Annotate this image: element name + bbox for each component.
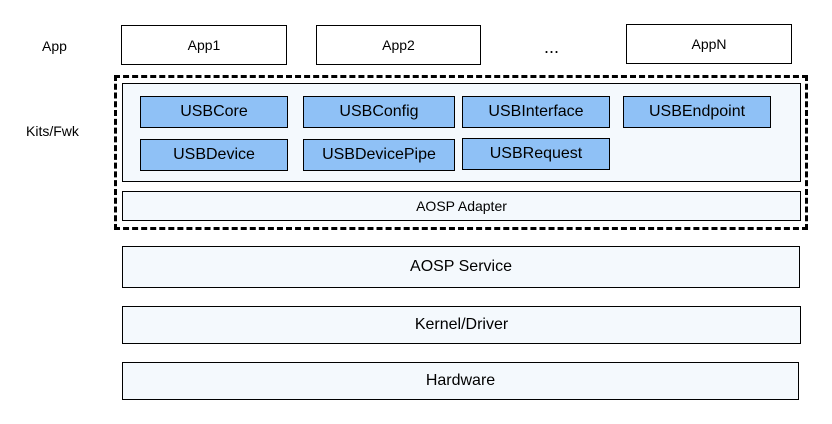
row-label-app: App xyxy=(42,38,67,54)
kit-label: USBConfig xyxy=(339,103,419,120)
layer-aosp-service: AOSP Service xyxy=(122,246,800,288)
kit-label: USBInterface xyxy=(488,103,584,120)
kit-label: USBRequest xyxy=(489,145,583,162)
layer-label: AOSP Service xyxy=(410,258,512,275)
kit-usbinterface: USBInterface xyxy=(462,96,610,128)
app-box-app2: App2 xyxy=(316,25,481,65)
layer-label: Hardware xyxy=(425,372,496,389)
apps-ellipsis: ... xyxy=(544,37,560,57)
kit-label: USBDevice xyxy=(173,146,255,163)
layer-hardware: Hardware xyxy=(122,362,799,400)
kit-usbcore: USBCore xyxy=(140,96,288,128)
kit-usbendpoint: USBEndpoint xyxy=(623,96,771,128)
kit-label: USBDevicePipe xyxy=(322,146,436,163)
app-box-app1: App1 xyxy=(121,25,287,65)
row-label-kits-fwk: Kits/Fwk xyxy=(26,123,79,139)
kit-label: USBEndpoint xyxy=(648,103,746,120)
kit-usbdevicepipe: USBDevicePipe xyxy=(303,139,455,171)
app-box-appn: AppN xyxy=(626,24,792,64)
framework-group xyxy=(114,75,808,230)
layer-label: Kernel/Driver xyxy=(414,316,509,333)
layer-label: AOSP Adapter xyxy=(416,198,507,214)
layer-aosp-adapter: AOSP Adapter xyxy=(122,191,801,221)
kit-usbdevice: USBDevice xyxy=(140,139,288,171)
kit-label: USBCore xyxy=(180,103,248,120)
app-label: App2 xyxy=(382,37,415,53)
app-label: AppN xyxy=(691,36,727,52)
kit-usbrequest: USBRequest xyxy=(462,138,610,170)
app-label: App1 xyxy=(187,37,221,53)
layer-kernel-driver: Kernel/Driver xyxy=(122,306,801,344)
kit-usbconfig: USBConfig xyxy=(303,96,455,128)
